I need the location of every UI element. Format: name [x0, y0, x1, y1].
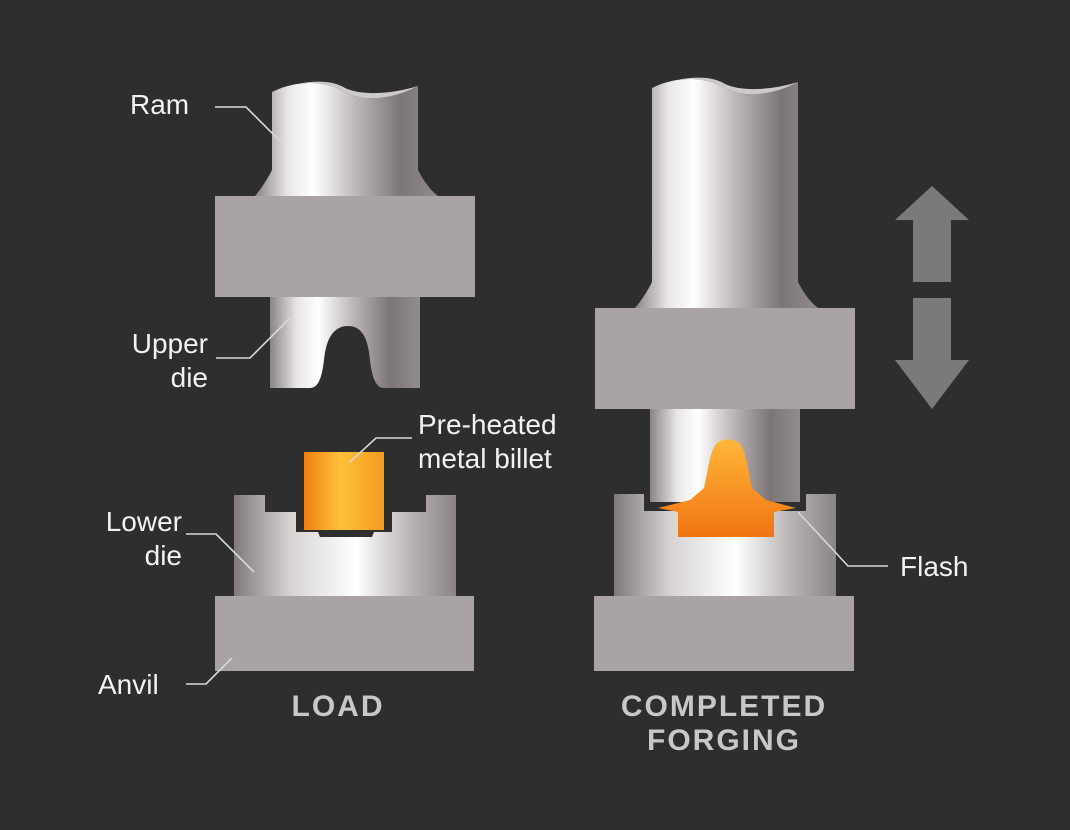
- forged-part: [658, 439, 796, 537]
- ram-shaft-right: [635, 78, 818, 308]
- label-upper-die-line2: die: [170, 362, 208, 393]
- label-billet-line2: metal billet: [418, 443, 552, 474]
- upper-die-left: [270, 297, 420, 388]
- caption-load: LOAD: [291, 690, 385, 723]
- arrow-down-icon: [895, 298, 969, 409]
- label-ram: Ram: [130, 89, 190, 120]
- ram-top-right: [652, 77, 798, 95]
- label-lower-die-line1: Lower: [105, 506, 182, 537]
- leader-upper-die: [216, 317, 291, 359]
- leader-anvil: [186, 657, 233, 685]
- lower-die-left: [234, 495, 456, 596]
- ram-top-left: [272, 81, 418, 99]
- billet: [304, 452, 384, 530]
- anvil-right: [594, 596, 854, 671]
- label-anvil: Anvil: [98, 669, 159, 700]
- upper-platen-right: [595, 308, 855, 409]
- ram-shaft-left: [255, 82, 438, 196]
- lower-die-right: [614, 494, 836, 596]
- label-billet-line1: Pre-heated: [418, 409, 557, 440]
- leader-ram: [215, 106, 283, 144]
- label-lower-die-line2: die: [144, 540, 182, 571]
- upper-platen-left: [215, 196, 475, 297]
- label-flash: Flash: [900, 551, 969, 582]
- label-upper-die-line1: Upper: [131, 328, 208, 359]
- leader-billet: [349, 437, 412, 463]
- leader-lower-die: [186, 533, 255, 573]
- leader-flash: [797, 511, 888, 567]
- anvil-left: [215, 596, 474, 671]
- caption-completed-line2: FORGING: [647, 724, 801, 757]
- caption-completed-line1: COMPLETED: [620, 690, 828, 723]
- arrow-up-icon: [895, 186, 969, 282]
